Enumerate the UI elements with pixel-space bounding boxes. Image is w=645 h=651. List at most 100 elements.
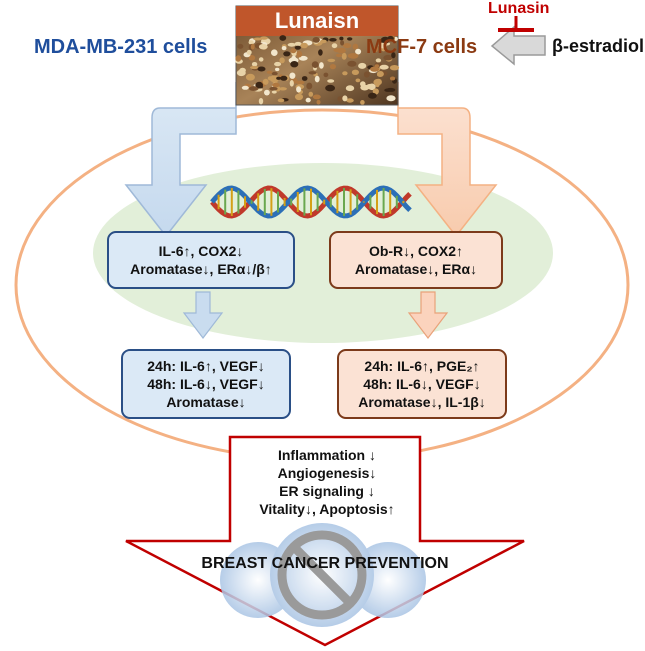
grain <box>289 72 296 79</box>
grain <box>308 71 317 75</box>
outcome-item: Angiogenesis↓ <box>277 465 377 481</box>
outcome-list: Inflammation ↓ Angiogenesis↓ ER signalin… <box>252 446 402 518</box>
grain <box>373 78 382 86</box>
grain <box>345 85 355 92</box>
left-small-arrow <box>182 291 224 339</box>
grain <box>327 58 336 63</box>
grain <box>368 92 377 99</box>
grain <box>294 41 302 46</box>
grain <box>239 67 246 73</box>
outcome-item: ER signaling ↓ <box>279 483 375 499</box>
grain <box>320 39 327 44</box>
grain <box>389 65 400 71</box>
grain <box>301 76 308 81</box>
grain <box>294 45 301 50</box>
grain <box>279 57 285 64</box>
no-sign-icon <box>277 530 367 620</box>
grain <box>370 66 379 72</box>
grain <box>306 82 313 90</box>
right-time-line: Aromatase↓, IL-1β↓ <box>358 394 486 410</box>
grain <box>372 88 379 95</box>
grain <box>245 73 255 81</box>
grain <box>246 49 252 55</box>
grain <box>253 37 263 41</box>
grain <box>383 54 393 61</box>
grain <box>312 37 320 43</box>
grain <box>248 40 254 45</box>
left-time-line: 48h: IL-6↓, VEGF↓ <box>147 376 265 392</box>
grain <box>280 75 288 81</box>
left-time-line: 24h: IL-6↑, VEGF↓ <box>147 358 265 374</box>
grain <box>257 66 266 72</box>
grain <box>235 55 242 62</box>
grain <box>339 36 344 41</box>
grain <box>323 72 329 78</box>
grain <box>248 86 259 91</box>
grain <box>262 78 269 85</box>
grain <box>266 70 273 74</box>
outcome-item: Vitality↓, Apoptosis↑ <box>259 501 395 517</box>
grain <box>287 42 296 47</box>
left-gene-line: Aromatase↓, ERα↓/β↑ <box>130 261 272 277</box>
grain <box>333 48 344 53</box>
grain <box>296 80 305 85</box>
grain <box>290 60 299 68</box>
grain <box>335 53 343 58</box>
grain <box>355 48 362 55</box>
grain <box>251 62 258 67</box>
grain <box>360 100 365 105</box>
grain <box>325 84 335 92</box>
right-small-arrow <box>407 291 449 339</box>
grain <box>314 75 320 83</box>
right-time-box: 24h: IL-6↑, PGE₂↑ 48h: IL-6↓, VEGF↓ Arom… <box>337 349 507 419</box>
grain <box>258 43 268 50</box>
grain <box>355 78 361 83</box>
grain <box>311 61 319 68</box>
left-time-line: Aromatase↓ <box>166 394 246 410</box>
grain <box>294 93 304 101</box>
grain <box>269 86 278 91</box>
grain <box>342 71 348 76</box>
dna-helix-icon <box>210 185 412 219</box>
grain <box>347 37 353 41</box>
grain <box>318 49 323 56</box>
estradiol-label: β-estradiol <box>552 36 645 56</box>
grain <box>379 64 389 70</box>
grain <box>341 52 347 60</box>
grain <box>271 71 278 76</box>
grain <box>250 65 259 70</box>
grain <box>276 76 281 80</box>
grain <box>281 46 287 51</box>
left-cells-label: MDA-MB-231 cells <box>34 36 208 58</box>
right-cells-label: MCF-7 cells <box>366 36 478 58</box>
grain <box>279 35 287 41</box>
left-time-box: 24h: IL-6↑, VEGF↓ 48h: IL-6↓, VEGF↓ Arom… <box>121 349 291 419</box>
left-gene-line: IL-6↑, COX2↓ <box>158 243 244 259</box>
grain <box>340 40 345 46</box>
grain <box>319 62 324 69</box>
grain <box>386 95 396 102</box>
grain <box>375 58 382 63</box>
grain <box>267 76 273 81</box>
right-time-line: 48h: IL-6↓, VEGF↓ <box>363 376 481 392</box>
grain <box>342 43 352 49</box>
left-curved-arrow <box>124 82 237 238</box>
grain <box>275 67 280 72</box>
grain <box>274 61 282 67</box>
grain <box>329 38 337 42</box>
estradiol-arrow <box>490 25 546 66</box>
grain <box>272 82 280 88</box>
conclusion-label: BREAST CANCER PREVENTION <box>201 555 449 572</box>
grain <box>305 97 311 103</box>
grain <box>316 99 321 105</box>
outcome-item: Inflammation ↓ <box>277 447 376 463</box>
grain <box>329 64 336 70</box>
right-gene-box: Ob-R↓, COX2↑ Aromatase↓, ERα↓ <box>329 231 503 289</box>
grain <box>342 95 348 102</box>
right-time-line: 24h: IL-6↑, PGE₂↑ <box>364 358 480 374</box>
grain <box>327 79 335 83</box>
grain <box>296 86 302 93</box>
grain <box>296 50 303 58</box>
grain <box>308 91 314 97</box>
right-gene-line: Ob-R↓, COX2↑ <box>368 243 464 259</box>
